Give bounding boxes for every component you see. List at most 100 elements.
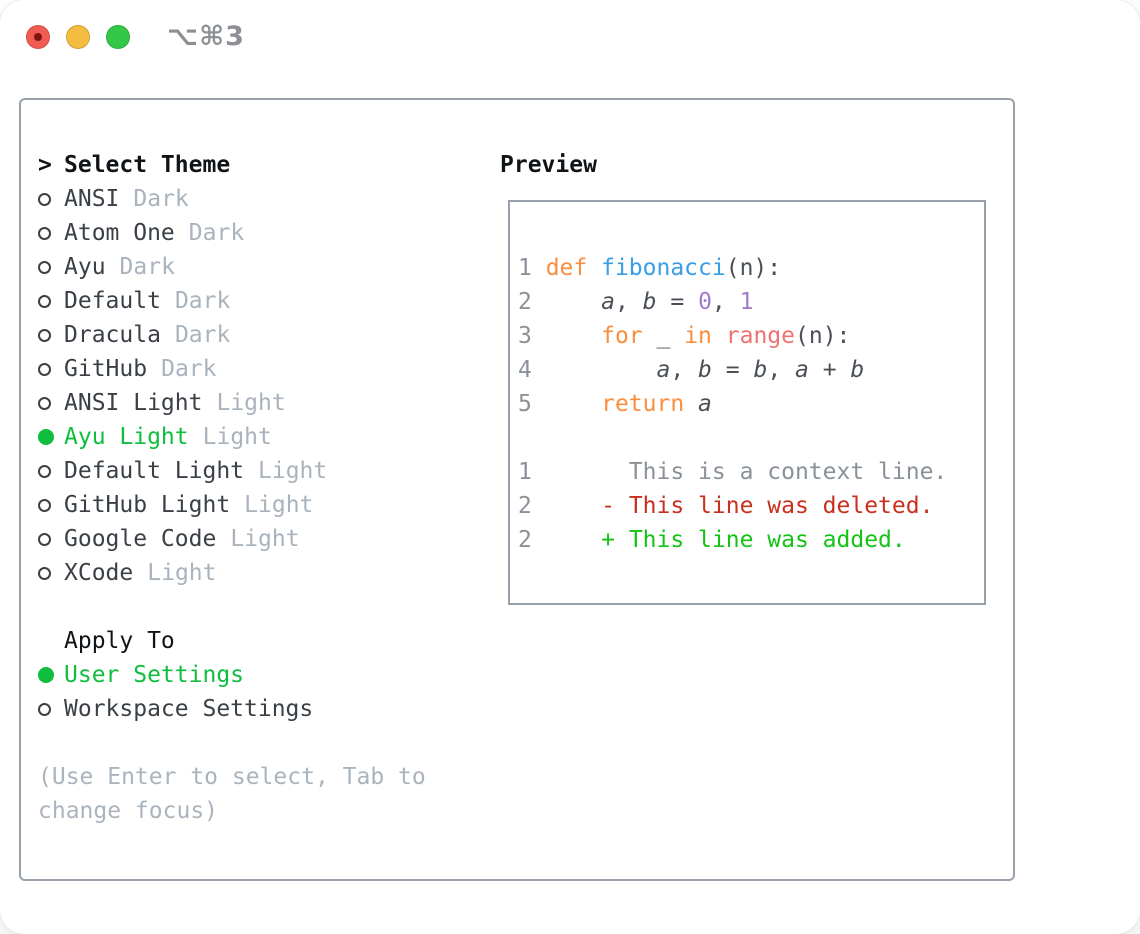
code-segment-tx: [712, 323, 726, 349]
code-segment-nu: 1: [739, 289, 754, 315]
code-segment-tx: [532, 527, 601, 553]
theme-item-google-code[interactable]: Google Code Light: [38, 522, 478, 556]
theme-item-default-light[interactable]: Default Light Light: [38, 454, 478, 488]
code-segment-va: a: [698, 391, 712, 417]
theme-item-label: Google Code: [64, 526, 217, 552]
window-title: ⌥⌘3: [167, 21, 245, 52]
code-segment-ln: 2: [518, 493, 532, 519]
code-line: 1 This is a context line.: [518, 455, 984, 489]
code-line: 2 + This line was added.: [518, 523, 984, 557]
traffic-light-close-button[interactable]: [26, 25, 50, 49]
traffic-light-zoom-button[interactable]: [106, 25, 130, 49]
code-line: 1 def fibonacci(n):: [518, 251, 984, 285]
theme-list-header-row: > Select Theme: [38, 148, 478, 182]
code-segment-ln: 2: [518, 289, 546, 315]
help-text-line: change focus): [38, 798, 219, 824]
unsaved-changes-dot-icon: [34, 33, 42, 41]
radio-icon: [38, 192, 64, 206]
spacer: [38, 590, 478, 624]
code-segment-tx: [684, 391, 698, 417]
code-segment-kw: def: [545, 255, 602, 281]
code-segment-va: b: [850, 357, 865, 383]
theme-item-label: ANSI Light: [64, 390, 203, 416]
code-segment-tx: [546, 323, 601, 349]
theme-item-github[interactable]: GitHub Dark: [38, 352, 478, 386]
theme-mode-tag: Light: [230, 526, 300, 552]
theme-mode-tag: Light: [258, 458, 328, 484]
code-segment-add: This line was added.: [628, 527, 906, 553]
code-segment-tx: ,: [767, 357, 796, 383]
code-line: 3 for _ in range(n):: [518, 319, 984, 353]
code-segment-ln: 5: [518, 391, 546, 417]
preview-header: Preview: [500, 152, 597, 178]
radio-icon: [38, 396, 64, 410]
radio-icon: [38, 294, 64, 308]
apply-option-user-settings[interactable]: User Settings: [38, 658, 478, 692]
theme-item-github-light[interactable]: GitHub Light Light: [38, 488, 478, 522]
code-segment-tx: =: [656, 289, 699, 315]
apply-option-workspace-settings[interactable]: Workspace Settings: [38, 692, 478, 726]
theme-mode-tag: Dark: [161, 356, 217, 382]
theme-mode-tag: Light: [216, 390, 286, 416]
theme-item-ansi-light[interactable]: ANSI Light Light: [38, 386, 478, 420]
radio-icon: [38, 566, 64, 580]
radio-icon: [38, 702, 64, 716]
code-segment-va: a: [795, 357, 809, 383]
code-segment-tx: _: [642, 323, 685, 349]
theme-mode-tag: Light: [147, 560, 217, 586]
code-segment-add: +: [601, 527, 629, 553]
theme-item-label: Default: [64, 288, 161, 314]
code-segment-fn: fibonacci: [601, 255, 726, 281]
help-text-line: (Use Enter to select, Tab to: [38, 764, 426, 790]
code-segment-va: b: [753, 357, 768, 383]
code-segment-nu: 0: [698, 289, 712, 315]
code-segment-tx: (n):: [725, 255, 782, 281]
theme-item-dracula[interactable]: Dracula Dark: [38, 318, 478, 352]
code-segment-va: b: [698, 357, 712, 383]
radio-icon: [38, 464, 64, 478]
radio-selected-icon: [38, 429, 64, 445]
theme-list-header: Select Theme: [64, 152, 231, 178]
radio-icon: [38, 362, 64, 376]
code-segment-ln: 3: [518, 323, 546, 349]
traffic-light-minimize-button[interactable]: [66, 25, 90, 49]
code-segment-tx: ,: [670, 357, 699, 383]
radio-icon: [38, 498, 64, 512]
theme-mode-tag: Dark: [119, 254, 175, 280]
theme-item-label: GitHub: [64, 356, 148, 382]
code-segment-tx: +: [808, 357, 851, 383]
help-text: (Use Enter to select, Tab to change focus…: [38, 760, 478, 828]
apply-option-label: Workspace Settings: [64, 696, 314, 722]
theme-mode-tag: Light: [244, 492, 314, 518]
radio-icon: [38, 260, 64, 274]
code-segment-tx: [532, 459, 629, 485]
theme-item-label: ANSI: [64, 186, 120, 212]
code-segment-tx: [546, 391, 601, 417]
radio-icon: [38, 532, 64, 546]
theme-mode-tag: Dark: [174, 322, 231, 348]
theme-item-label: GitHub Light: [64, 492, 231, 518]
theme-item-label: Dracula: [64, 322, 161, 348]
code-segment-va: a: [601, 289, 615, 315]
code-line: 2 a, b = 0, 1: [518, 285, 984, 319]
code-segment-ln: 2: [518, 527, 532, 553]
code-line: 4 a, b = b, a + b: [518, 353, 984, 387]
code-segment-ln: 1: [518, 255, 546, 281]
code-segment-kw: in: [684, 323, 712, 349]
radio-icon: [38, 328, 64, 342]
code-segment-ln: 1: [518, 459, 532, 485]
titlebar: ⌥⌘3: [0, 0, 1140, 74]
apply-to-header: Apply To: [64, 628, 175, 654]
code-line: 5 return a: [518, 387, 984, 421]
theme-mode-tag: Light: [202, 424, 272, 450]
code-segment-va: a: [656, 357, 671, 383]
theme-item-label: Default Light: [64, 458, 245, 484]
theme-mode-tag: Dark: [188, 220, 245, 246]
